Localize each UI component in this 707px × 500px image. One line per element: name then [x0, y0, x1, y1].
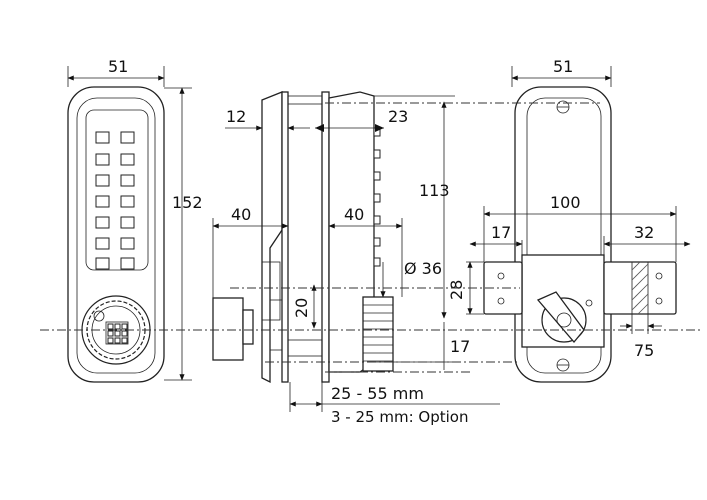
side-40-right-label: 40 — [344, 205, 364, 224]
side-12-label: 12 — [226, 107, 246, 126]
strike-hatch — [631, 261, 649, 315]
strike-width-label: 32 — [634, 223, 654, 242]
back-width-label: 51 — [553, 57, 573, 76]
side-20-label: 20 — [292, 298, 311, 318]
side-40-left-label: 40 — [231, 205, 251, 224]
knob-diameter-label: Ø 36 — [404, 259, 442, 278]
side-teeth — [373, 127, 381, 267]
bottom-17-label: 17 — [450, 337, 470, 356]
back-view: 51 100 17 32 28 75 — [447, 57, 691, 383]
center-lines — [40, 102, 700, 373]
door-thickness-label: 25 - 55 mm — [331, 384, 424, 403]
side-23-label: 23 — [388, 107, 408, 126]
side-view: 12 23 40 40 113 20 17 Ø 36 25 - 55 mm — [212, 91, 500, 426]
keypad-keys — [95, 131, 135, 270]
strike-thickness-label: 75 — [634, 341, 654, 360]
cam-height-label: 28 — [447, 280, 466, 300]
side-knob-right — [362, 296, 394, 372]
side-113-label: 113 — [419, 181, 450, 200]
front-height-label: 152 — [172, 193, 203, 212]
front-view: 51 152 — [67, 57, 203, 383]
option-label: 3 - 25 mm: Option — [331, 408, 468, 426]
bolt-span-label: 100 — [550, 193, 581, 212]
front-width-label: 51 — [108, 57, 128, 76]
back-17-label: 17 — [491, 223, 511, 242]
